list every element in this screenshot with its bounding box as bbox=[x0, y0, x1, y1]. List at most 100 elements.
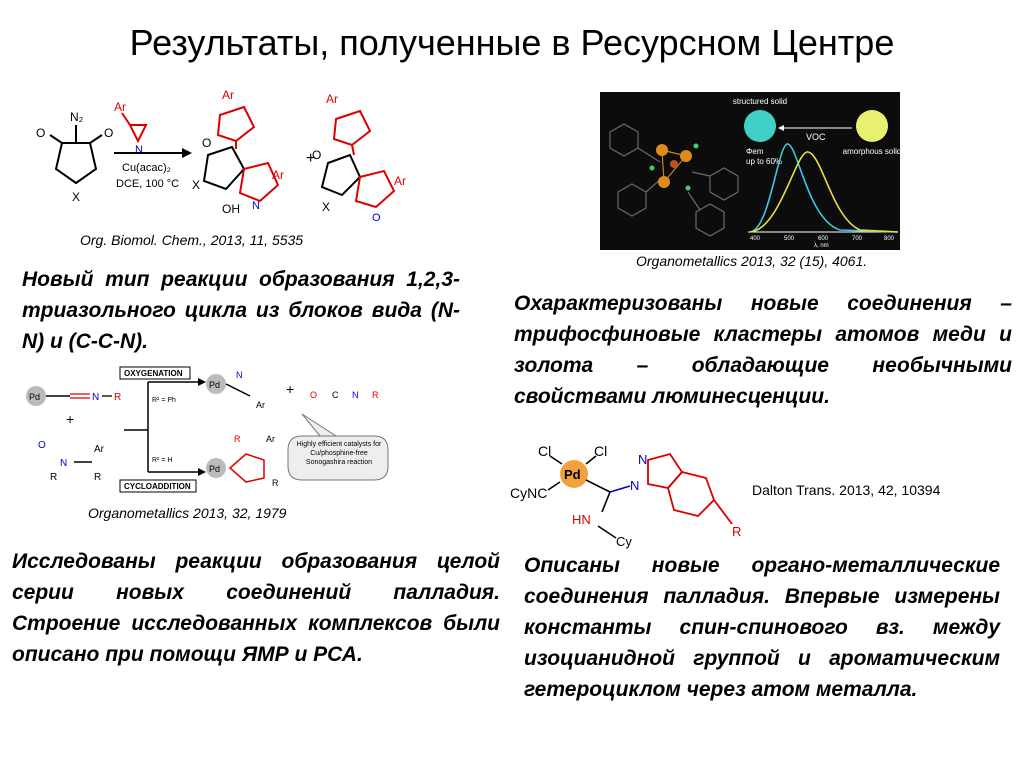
product2-o2: O bbox=[372, 212, 381, 224]
axis-label-lambda: λ, nm bbox=[814, 243, 829, 249]
cycloaddition-box bbox=[119, 479, 197, 493]
tick-600: 600 bbox=[818, 236, 829, 242]
plus-sign: + bbox=[306, 150, 315, 167]
pd-center-label: Pd bbox=[564, 467, 581, 482]
amorphous-solid-sphere bbox=[856, 110, 888, 142]
diazo-substrate bbox=[49, 125, 103, 185]
nitrone-o: O bbox=[38, 440, 46, 451]
cl-right: Cl bbox=[594, 443, 607, 459]
ring-ar: Ar bbox=[266, 434, 275, 444]
citation-organometallics-1979: Organometallics 2013, 32, 1979 bbox=[88, 505, 287, 521]
pd-indazole-complex: Pd Cl Cl CyNC HN Cy N N R bbox=[510, 443, 741, 549]
label-structured: structured solid bbox=[733, 97, 787, 106]
plus-1: + bbox=[66, 411, 74, 427]
pd-bottom-label: Pd bbox=[209, 464, 220, 474]
tick-500: 500 bbox=[784, 236, 795, 242]
azirine-n: N bbox=[135, 144, 143, 156]
gold-atom bbox=[656, 144, 668, 156]
page-title: Результаты, полученные в Ресурсном Центр… bbox=[129, 22, 895, 63]
isocyanate-c: C bbox=[332, 390, 339, 400]
oxy-product-n: N bbox=[236, 370, 243, 380]
product1-ar-right: Ar bbox=[272, 168, 284, 182]
product1-x: X bbox=[192, 178, 200, 192]
diazo-label: N₂ bbox=[70, 110, 84, 124]
oxadiazole-ring bbox=[228, 453, 265, 483]
citation-org-biomol: Org. Biomol. Chem., 2013, 11, 5535 bbox=[80, 232, 304, 248]
structured-solid-sphere bbox=[744, 110, 776, 142]
section1-text: Новый тип реакции образования 1,2,3-триа… bbox=[22, 268, 460, 353]
ring-r1: R bbox=[272, 478, 279, 488]
product1-ar-top: Ar bbox=[222, 88, 234, 102]
yellow-emission-curve bbox=[749, 151, 899, 233]
product2-ar-top: Ar bbox=[326, 92, 338, 106]
condition-r2-h: R² = H bbox=[152, 457, 172, 464]
pd-center bbox=[560, 460, 588, 488]
product1-n: N bbox=[252, 200, 260, 212]
gold-atom bbox=[658, 176, 670, 188]
isocyanide-r: R bbox=[114, 392, 121, 403]
section3-text: Исследованы реакции образования целой се… bbox=[12, 550, 500, 666]
ketone-o-right: O bbox=[104, 126, 113, 140]
cl-left: Cl bbox=[538, 443, 551, 459]
product1-oh: OH bbox=[222, 202, 240, 216]
condition-r2-ph: R² = Ph bbox=[152, 397, 176, 404]
ring-x-label: X bbox=[72, 190, 80, 204]
product1-o: O bbox=[202, 136, 211, 150]
pd-top-label: Pd bbox=[209, 380, 220, 390]
ketone-o-left: O bbox=[36, 126, 45, 140]
conditions-2: DCE, 100 °C bbox=[116, 178, 179, 190]
catalyst-note-bubble bbox=[287, 435, 389, 481]
isocyanate-o: O bbox=[310, 390, 317, 400]
nitrone-r2: R bbox=[94, 472, 101, 483]
label-upto: up to 60% bbox=[746, 157, 782, 166]
luminescence-figure: structured solid amorphous solid VOC Φem… bbox=[600, 92, 901, 250]
nitrone-n: N bbox=[60, 458, 67, 469]
nitrone-ar: Ar bbox=[94, 444, 105, 455]
section4-text: Описаны новые органо-металлические соеди… bbox=[524, 554, 1000, 701]
indazole-n1: N bbox=[630, 478, 639, 493]
gold-atom bbox=[680, 150, 692, 162]
isocyanide-n: N bbox=[92, 392, 99, 403]
label-phi: Φem bbox=[746, 147, 764, 156]
cyan-emission-curve bbox=[749, 143, 899, 233]
product2-o: O bbox=[312, 148, 321, 162]
product2-ar-right: Ar bbox=[394, 174, 406, 188]
oxygenation-label: OXYGENATION bbox=[124, 369, 183, 378]
triazole-reaction-scheme: N₂ O O X Ar N Cu(acac)₂ DCE, 100 °C Ar A… bbox=[36, 88, 406, 224]
citation-organometallics-4061: Organometallics 2013, 32 (15), 4061. bbox=[636, 253, 868, 269]
label-voc: VOC bbox=[806, 132, 826, 142]
citation-dalton-text: Dalton Trans. 2013, 42, 10394 bbox=[752, 482, 941, 498]
plus-2: + bbox=[286, 381, 294, 397]
nitrone-r: R bbox=[50, 472, 57, 483]
palladium-reaction-scheme: Pd N R + O N Ar R R OXYGENATION R² = Ph … bbox=[26, 366, 389, 493]
cync-label: CyNC bbox=[510, 485, 547, 501]
hn-label: HN bbox=[572, 512, 591, 527]
copper-atom bbox=[670, 160, 678, 168]
indazole-n2: N bbox=[638, 452, 647, 467]
catalyst-note-text: Highly efficient catalysts for Cu/phosph… bbox=[296, 441, 382, 466]
isocyanate-n: N bbox=[352, 390, 359, 400]
tick-400: 400 bbox=[750, 236, 761, 242]
pd-sphere bbox=[26, 386, 46, 406]
isocyanate-r: R bbox=[372, 390, 379, 400]
product-1 bbox=[202, 145, 280, 203]
indazole-ring bbox=[647, 452, 733, 525]
conditions-1: Cu(acac)₂ bbox=[122, 162, 171, 174]
oxy-product-ar: Ar bbox=[256, 400, 265, 410]
azirine-reagent bbox=[121, 112, 148, 144]
pd-label: Pd bbox=[29, 392, 40, 402]
oxygenation-box bbox=[119, 366, 191, 380]
cluster-structure bbox=[609, 123, 739, 237]
indazole-r: R bbox=[732, 524, 741, 539]
cy-label: Cy bbox=[616, 534, 632, 549]
label-amorphous: amorphous solid bbox=[843, 147, 900, 156]
cycloaddition-label: CYCLOADDITION bbox=[124, 482, 191, 491]
ring-r: R bbox=[234, 434, 241, 444]
citation-dalton-trans: Dalton Trans. 2013, 42, 10394 bbox=[752, 482, 940, 498]
tick-800: 800 bbox=[884, 236, 895, 242]
product-2 bbox=[320, 153, 396, 209]
section2-text: Охарактеризованы новые соединения – триф… bbox=[514, 292, 1012, 408]
tick-700: 700 bbox=[852, 236, 863, 242]
product2-x: X bbox=[322, 200, 330, 214]
azirine-ar: Ar bbox=[114, 100, 126, 114]
